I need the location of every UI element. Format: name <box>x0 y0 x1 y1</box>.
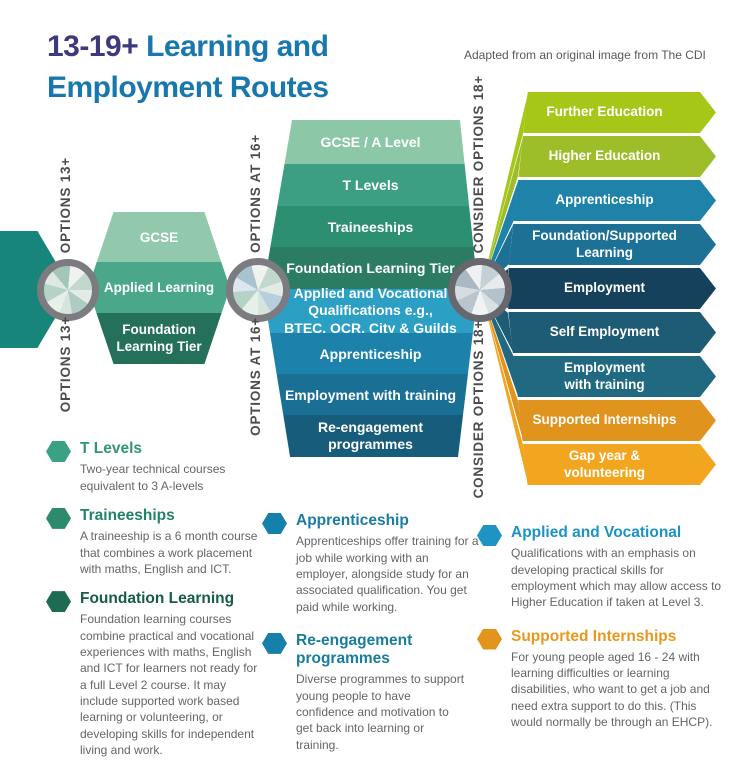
stage2-option-employment-with-training: Employment with training <box>263 374 478 415</box>
legend-body: For young people aged 16 - 24 with learn… <box>511 649 713 730</box>
stage2-option-apprenticeship: Apprenticeship <box>263 333 478 374</box>
legend-entry-supported-internships: Supported Internships For young people a… <box>477 628 722 731</box>
stage2-label-bottom: OPTIONS AT 16+ <box>248 317 263 436</box>
legend-entry-apprenticeship: Apprenticeship Apprenticeships offer tra… <box>262 512 480 615</box>
stage3-arrow-gap-year-volunteering: Gap year & volunteering <box>522 444 716 485</box>
legend-column-middle: Apprenticeship Apprenticeships offer tra… <box>262 512 480 770</box>
legend-title: Apprenticeship <box>296 512 409 529</box>
legend-body: A traineeship is a 6 month course that c… <box>80 529 258 576</box>
legend-body: Qualifications with an emphasis on devel… <box>511 546 722 610</box>
hexagon-bullet-icon <box>262 513 287 534</box>
legend-entry-applied-vocational: Applied and Vocational Qualifications wi… <box>477 524 722 611</box>
page-title: 13-19+ Learning and Employment Routes <box>47 26 392 109</box>
stage3-arrow-self-employment: Self Employment <box>508 312 716 353</box>
page-title-age-range: 13-19+ <box>47 30 139 63</box>
stage1-label-top: OPTIONS 13+ <box>58 156 73 253</box>
stage1-label-bottom: OPTIONS 13+ <box>58 316 73 413</box>
stage3-label-top: CONSIDER OPTIONS 18+ <box>471 74 486 253</box>
stage3-arrow-supported-internships: Supported Internships <box>518 400 716 441</box>
stage2-option-applied-vocational: Applied and Vocational Qualifications e.… <box>263 285 478 336</box>
legend-body: Foundation learning courses combine prac… <box>80 612 258 757</box>
legend-entry-foundation-learning: Foundation Learning Foundation learning … <box>46 590 264 758</box>
legend-entry-traineeships: Traineeships A traineeship is a 6 month … <box>46 507 264 577</box>
legend-title: Traineeships <box>80 506 175 524</box>
stage2-option-re-engagement: Re-engagement programmes <box>263 415 478 457</box>
stage2-options-stack: GCSE / A Level T Levels Traineeships Fou… <box>263 120 478 457</box>
legend-entry-t-levels: T Levels Two-year technical courses equi… <box>46 440 264 494</box>
legend-title: Re-engagement programmes <box>296 631 413 668</box>
legend-column-left: T Levels Two-year technical courses equi… <box>46 440 264 771</box>
legend-body: Apprenticeships offer training for a job… <box>296 534 479 614</box>
hexagon-bullet-icon <box>262 632 287 654</box>
stage2-option-foundation-learning-tier: Foundation Learning Tier <box>263 247 478 289</box>
stage3-arrow-further-education: Further Education <box>523 92 716 133</box>
stage1-option-applied-learning: Applied Learning <box>88 262 230 313</box>
stage2-option-traineeships: Traineeships <box>263 206 478 247</box>
stage3-connector-node <box>448 258 512 322</box>
stage1-connector-node <box>37 259 99 321</box>
hexagon-bullet-icon <box>46 507 71 529</box>
legend-body: Diverse programmes to support young peop… <box>296 672 465 752</box>
stage2-option-t-levels: T Levels <box>263 164 478 206</box>
legend-title: Supported Internships <box>511 627 677 645</box>
hexagon-bullet-icon <box>477 628 502 650</box>
stage1-option-foundation-learning-tier: Foundation Learning Tier <box>88 313 230 364</box>
stage2-connector-node <box>226 258 290 322</box>
legend-title: Foundation Learning <box>80 590 235 608</box>
stage3-arrow-employment-with-training: Employment with training <box>513 356 716 397</box>
hexagon-bullet-icon <box>46 591 71 613</box>
stage3-label-bottom: CONSIDER OPTIONS 18+ <box>471 320 486 499</box>
stage2-label-top: OPTIONS AT 16+ <box>248 134 263 253</box>
hexagon-bullet-icon <box>46 441 71 462</box>
stage1-option-gcse: GCSE <box>88 212 230 262</box>
legend-column-right: Applied and Vocational Qualifications wi… <box>477 524 722 747</box>
stage3-arrow-employment: Employment <box>508 268 716 309</box>
legend-title: Applied and Vocational <box>511 524 682 541</box>
stage1-options-stack: GCSE Applied Learning Foundation Learnin… <box>88 212 230 364</box>
attribution-note: Adapted from an original image from The … <box>464 48 706 62</box>
stage2-option-gcse-a-level: GCSE / A Level <box>263 120 478 164</box>
page-title-rest: Learning and Employment Routes <box>47 30 329 105</box>
stage3-arrow-foundation-supported-learning: Foundation/Supported Learning <box>508 224 716 265</box>
stage3-arrow-apprenticeship: Apprenticeship <box>513 180 716 221</box>
legend-title: T Levels <box>80 440 143 457</box>
legend-entry-re-engagement: Re-engagement programmes Diverse program… <box>262 632 480 753</box>
stage3-arrow-higher-education: Higher Education <box>518 136 716 177</box>
hexagon-bullet-icon <box>477 525 502 546</box>
legend-body: Two-year technical courses equivalent to… <box>80 462 226 493</box>
